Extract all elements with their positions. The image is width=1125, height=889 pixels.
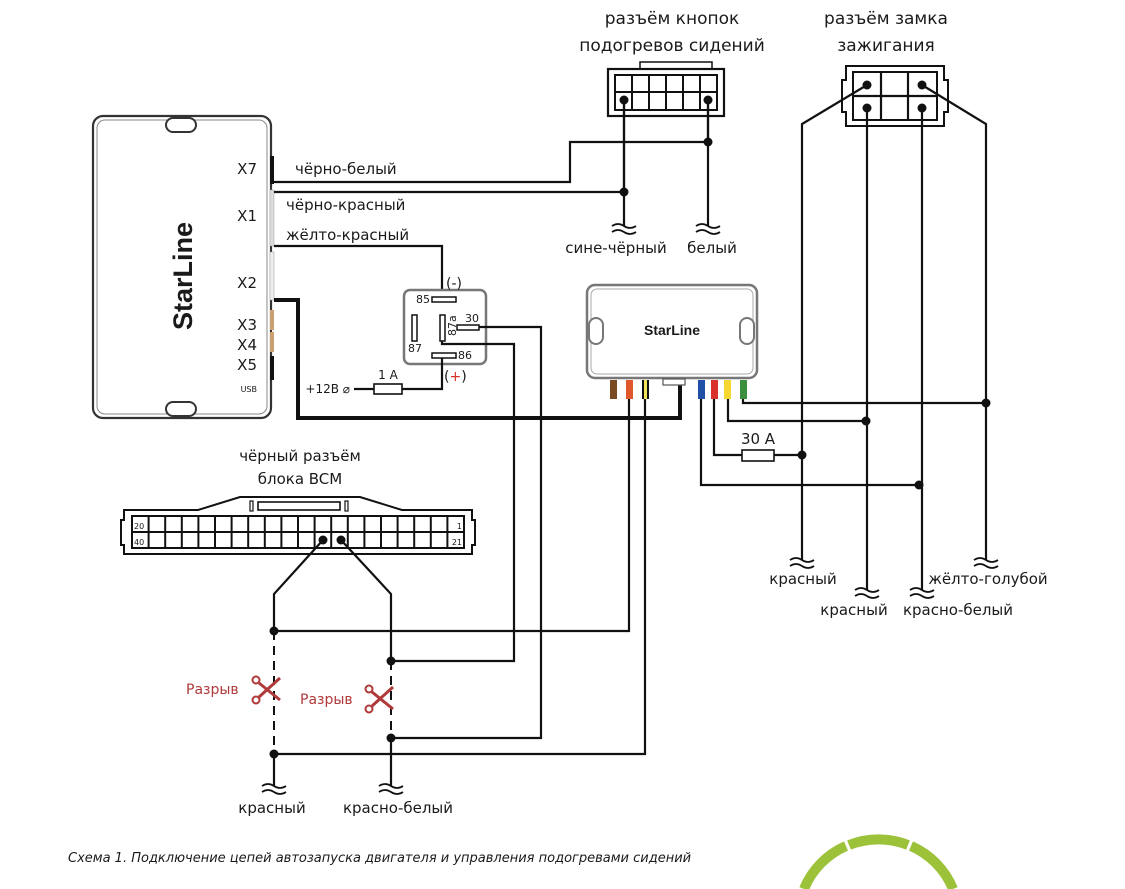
seat-heat-title-2: подогревов сидений: [579, 36, 765, 56]
bcm-title-2: блока BCM: [258, 470, 342, 488]
cut-right-label: Разрыв: [300, 692, 353, 708]
wire-label-x7: чёрно-белый: [295, 160, 397, 178]
bcm-pin-21: 21: [452, 538, 462, 547]
relay-neg-label: (-): [446, 276, 462, 292]
seat-wire-left-label: сине-чёрный: [565, 239, 666, 257]
ignition-wire-4-label: жёлто-голубой: [928, 570, 1047, 588]
ignition-wire-1-label: красный: [769, 570, 836, 588]
bcm-pin-1: 1: [457, 522, 462, 531]
port-x1: X1: [237, 207, 257, 225]
module-logo: StarLine: [644, 322, 700, 338]
ignition-lock-connector: разъём замка зажигания: [824, 9, 949, 127]
wire-label-x1-a: чёрно-красный: [286, 196, 405, 214]
cut-left-label: Разрыв: [186, 682, 239, 698]
port-usb: USB: [241, 385, 257, 394]
bcm-pin-40: 40: [134, 538, 144, 547]
port-x4: X4: [237, 336, 257, 354]
ignition-title-2: зажигания: [837, 36, 935, 56]
bcm-wires: красный красно-белый: [238, 539, 453, 817]
port-x2: X2: [237, 274, 257, 292]
relay-fuse-label: 1 А: [378, 368, 398, 382]
relay: 85 86 87 87a 30 (-) (+) 1 А +12В ⌀: [305, 276, 543, 740]
port-x3: X3: [237, 316, 257, 334]
bcm-wire-left-label: красный: [238, 799, 305, 817]
relay-pin-86: 86: [458, 349, 472, 362]
starline-module: StarLine: [585, 283, 759, 399]
seat-heat-connector: разъём кнопок подогревов сидений: [579, 9, 765, 118]
wire-stub-brown: [610, 380, 617, 399]
main-unit-logo: StarLine: [168, 222, 198, 330]
ignition-wires: красный красный красно-белый жёлто-голуб…: [769, 84, 1048, 619]
relay-supply-label: +12В ⌀: [305, 382, 350, 396]
relay-pin-85: 85: [416, 293, 430, 306]
module-fuse: [741, 449, 775, 462]
relay-pin-30: 30: [465, 312, 479, 325]
wire-stub-red: [711, 380, 718, 399]
bcm-pin-20: 20: [134, 522, 144, 531]
relay-pin-87a: 87a: [446, 315, 459, 336]
relay-pos-label: (+): [444, 369, 467, 385]
relay-fuse: [373, 383, 403, 395]
module-fuse-label: 30 А: [741, 430, 776, 448]
seat-heat-title-1: разъём кнопок: [605, 9, 740, 29]
bcm-wire-right-label: красно-белый: [343, 799, 453, 817]
wire-stub-orange: [626, 380, 633, 399]
bcm-connector: чёрный разъём блока BCM 20 40 1 21: [120, 447, 476, 555]
port-x5: X5: [237, 356, 257, 374]
module-wires: 30 А: [274, 398, 991, 756]
port-x7: X7: [237, 160, 257, 178]
wire-stub-yellow: [724, 380, 731, 399]
figure-caption: Схема 1. Подключение цепей автозапуска д…: [68, 851, 691, 866]
logo-arc-icon: [799, 834, 958, 889]
ignition-title-1: разъём замка: [824, 9, 948, 29]
relay-pin-87: 87: [408, 342, 422, 355]
seat-wire-ends: сине-чёрный белый: [565, 104, 737, 257]
ignition-wire-3-label: красно-белый: [903, 601, 1013, 619]
wire-stub-green: [740, 380, 747, 399]
bcm-title-1: чёрный разъём: [239, 447, 361, 465]
wire-stub-blue: [698, 380, 705, 399]
cut-markers: Разрыв Разрыв: [186, 675, 395, 714]
ignition-wire-2-label: красный: [820, 601, 887, 619]
seat-wire-right-label: белый: [687, 239, 737, 257]
starline-main-unit: StarLine X7 X1 X2 X3 X4 X5 USB: [91, 114, 275, 420]
scissors-icon: [364, 684, 395, 714]
wire-label-x1-b: жёлто-красный: [286, 226, 409, 244]
scissors-icon: [251, 675, 282, 705]
